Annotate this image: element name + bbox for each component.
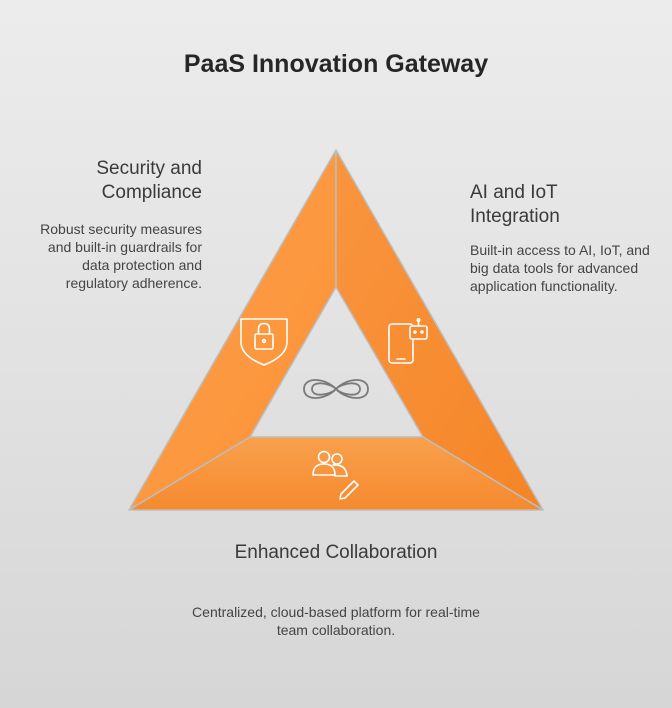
ai-iot-heading: AI and IoT Integration (470, 182, 560, 227)
collaboration-heading: Enhanced Collaboration (234, 542, 438, 563)
infinity-icon (303, 379, 369, 399)
collaboration-description: Centralized, cloud-based platform for re… (192, 604, 480, 638)
page-title: PaaS Innovation Gateway (183, 50, 489, 78)
segment-collaboration (128, 436, 544, 511)
users-edit-icon (312, 450, 359, 500)
ai-iot-description: Built-in access to AI, IoT, and big data… (470, 242, 650, 294)
security-heading: Security and Compliance (96, 158, 202, 203)
shield-lock-icon (240, 318, 288, 366)
security-description: Robust security measures and built-in gu… (40, 221, 202, 291)
phone-robot-icon (388, 317, 428, 364)
